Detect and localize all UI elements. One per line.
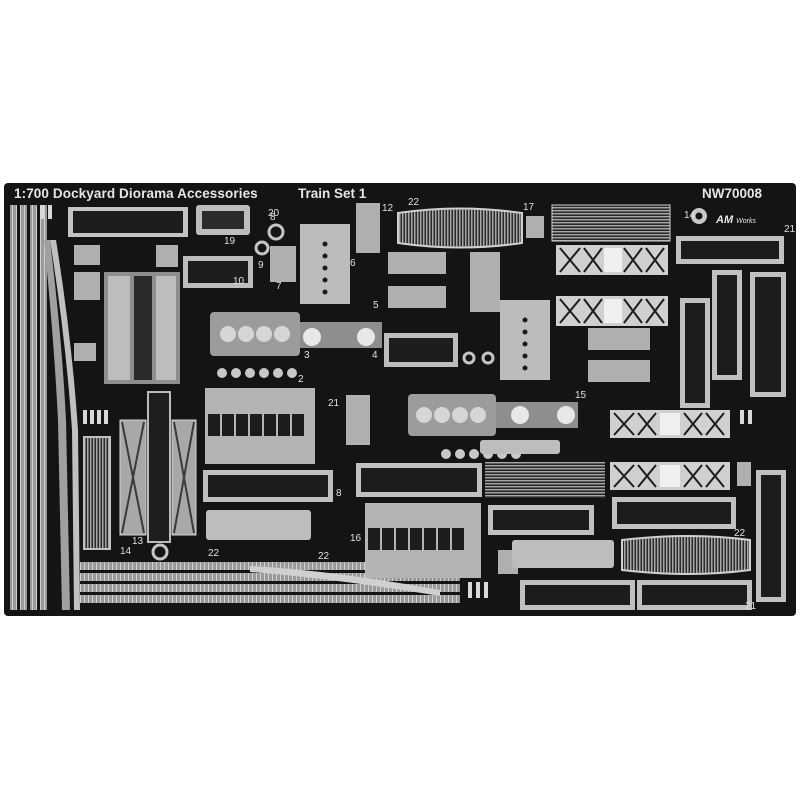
part-number: 14: [684, 210, 696, 221]
part-number: 22: [318, 551, 330, 562]
track-strips-left: [10, 205, 80, 610]
part-number: 9: [258, 260, 264, 271]
part-number: 14: [120, 546, 132, 557]
flat-car-1: [68, 207, 188, 237]
part-number: 13: [132, 536, 144, 547]
tank-car-22-right: [621, 535, 751, 575]
fret-sheet: [4, 183, 796, 616]
bogie-1: [196, 205, 250, 235]
part-number: 5: [373, 300, 379, 311]
figures: [40, 205, 752, 598]
part-number: 12: [382, 203, 394, 214]
part-number: 15: [575, 390, 587, 401]
sheet-title: 1:700 Dockyard Diorama Accessories: [14, 186, 258, 201]
small-parts: [74, 203, 751, 574]
track-strip-bottom: [80, 562, 460, 603]
part-number: 7: [276, 281, 282, 292]
part-number: 8: [336, 488, 342, 499]
part-number: 8: [270, 212, 276, 223]
am-works-gear-logo: [691, 208, 707, 224]
cab-panel-1: [300, 224, 350, 304]
part-number: 10: [233, 276, 245, 287]
sheet-subtitle: Train Set 1: [298, 186, 367, 201]
loco-chassis-2: [408, 394, 578, 459]
part-number: 21: [784, 224, 796, 235]
part-number: 17: [523, 202, 535, 213]
brand-label: AM Works: [716, 214, 757, 226]
washers: [151, 223, 495, 561]
part-number: 16: [350, 533, 362, 544]
box-car-sides: [556, 245, 730, 490]
part-number: 22: [408, 197, 420, 208]
part-number: 20: [268, 208, 280, 219]
right-vertical-cars: [676, 236, 786, 602]
bogies: [206, 440, 614, 568]
part-number: 4: [372, 350, 378, 361]
panel-grids: [205, 388, 605, 578]
part-number: 21: [745, 601, 757, 612]
part-number: 22: [208, 548, 220, 559]
part-number: 6: [350, 258, 356, 269]
tank-car-22-top: [397, 207, 523, 249]
cab-panel-2: [500, 300, 550, 380]
part-number: 3: [304, 350, 310, 361]
car-side-verticals: [83, 272, 197, 550]
product-code: NW70008: [702, 186, 763, 201]
part-number: 22: [734, 528, 746, 539]
part-number: 2: [298, 374, 304, 385]
corrugated-panel: [551, 204, 671, 242]
brand-works: Works: [736, 218, 757, 225]
car-bodies: [183, 256, 752, 610]
part-number: 19: [224, 236, 236, 247]
loco-chassis-1: [210, 312, 382, 378]
part-number: 21: [328, 398, 340, 409]
